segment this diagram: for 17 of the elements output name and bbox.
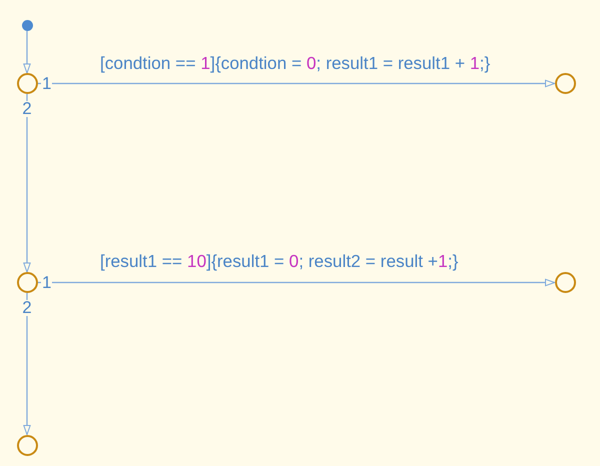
execution-order-number: 1 bbox=[41, 76, 52, 92]
execution-order-number: 2 bbox=[21, 100, 33, 116]
junction-circle bbox=[16, 434, 38, 456]
transition-arrow bbox=[38, 278, 555, 286]
start-dot bbox=[22, 20, 32, 31]
junction-circle bbox=[554, 73, 576, 94]
transition-label: [result1 == 10]{result1 = 0; result2 = result +1;} bbox=[100, 251, 458, 271]
junction-circle bbox=[16, 73, 38, 94]
transition-arrow bbox=[23, 31, 31, 74]
junction-circle bbox=[554, 272, 576, 293]
execution-order-number: 1 bbox=[41, 274, 52, 290]
junction-circle bbox=[16, 272, 38, 293]
transition-label: [condtion == 1]{condtion = 0; result1 = result1 + 1;} bbox=[100, 52, 490, 72]
transition-arrow bbox=[23, 94, 31, 272]
execution-order-number: 2 bbox=[21, 300, 33, 316]
transition-arrow bbox=[23, 293, 31, 435]
transition-arrow bbox=[38, 80, 555, 88]
